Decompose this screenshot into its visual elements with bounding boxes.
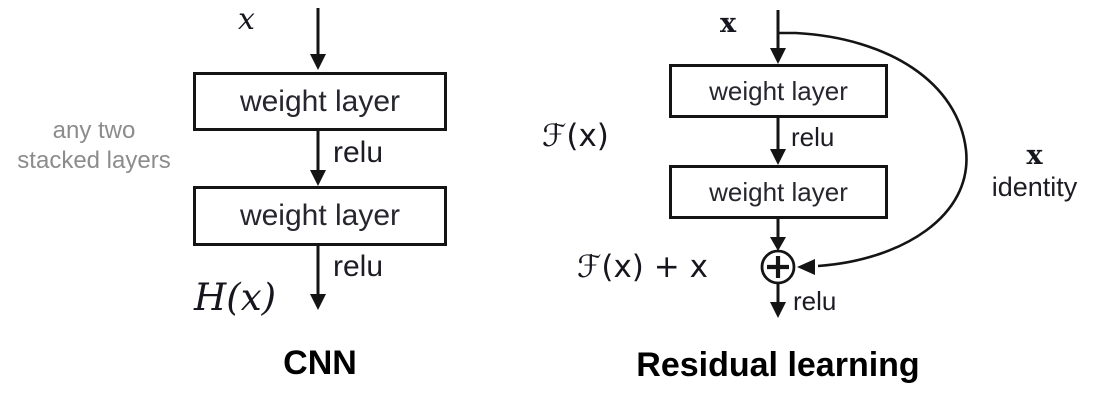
right-output-arrow-down-icon [770, 284, 786, 318]
left-relu-label-2: relu [333, 250, 384, 283]
right-input-label: x [720, 8, 737, 39]
left-output-arrow-down-icon [310, 246, 326, 310]
right-sum-label: ℱ(x) + x [577, 249, 708, 285]
right-weight-layer-2: weight layer [669, 165, 888, 219]
left-relu-label-1: relu [333, 136, 384, 169]
right-relu-label-2: relu [793, 286, 837, 316]
left-side-note-line1: any two [52, 117, 136, 144]
left-side-note: any two stacked layers [0, 116, 188, 176]
right-weight-layer-1: weight layer [669, 64, 888, 118]
right-relu-label-1: relu [791, 122, 835, 152]
skip-connection-label: x identity [962, 141, 1104, 203]
left-caption: CNN [283, 344, 357, 382]
right-input-arrow-down-icon [770, 10, 786, 64]
left-input-arrow-down-icon [310, 8, 326, 70]
left-weight-layer-1: weight layer [193, 72, 447, 131]
right-function-label: ℱ(x) [542, 118, 609, 154]
right-mid-arrow-down-icon [770, 118, 786, 165]
left-input-label: x [238, 2, 255, 37]
left-side-note-line2: stacked layers [17, 147, 171, 174]
plus-circle-icon [760, 249, 796, 285]
left-weight-layer-2: weight layer [193, 186, 447, 246]
right-to-sum-arrow-down-icon [770, 219, 786, 251]
skip-label-identity: identity [991, 172, 1078, 202]
right-caption: Residual learning [636, 346, 920, 384]
left-output-label: H(x) [194, 276, 277, 319]
left-mid-arrow-down-icon [310, 131, 326, 186]
skip-label-x: x [1026, 140, 1043, 171]
